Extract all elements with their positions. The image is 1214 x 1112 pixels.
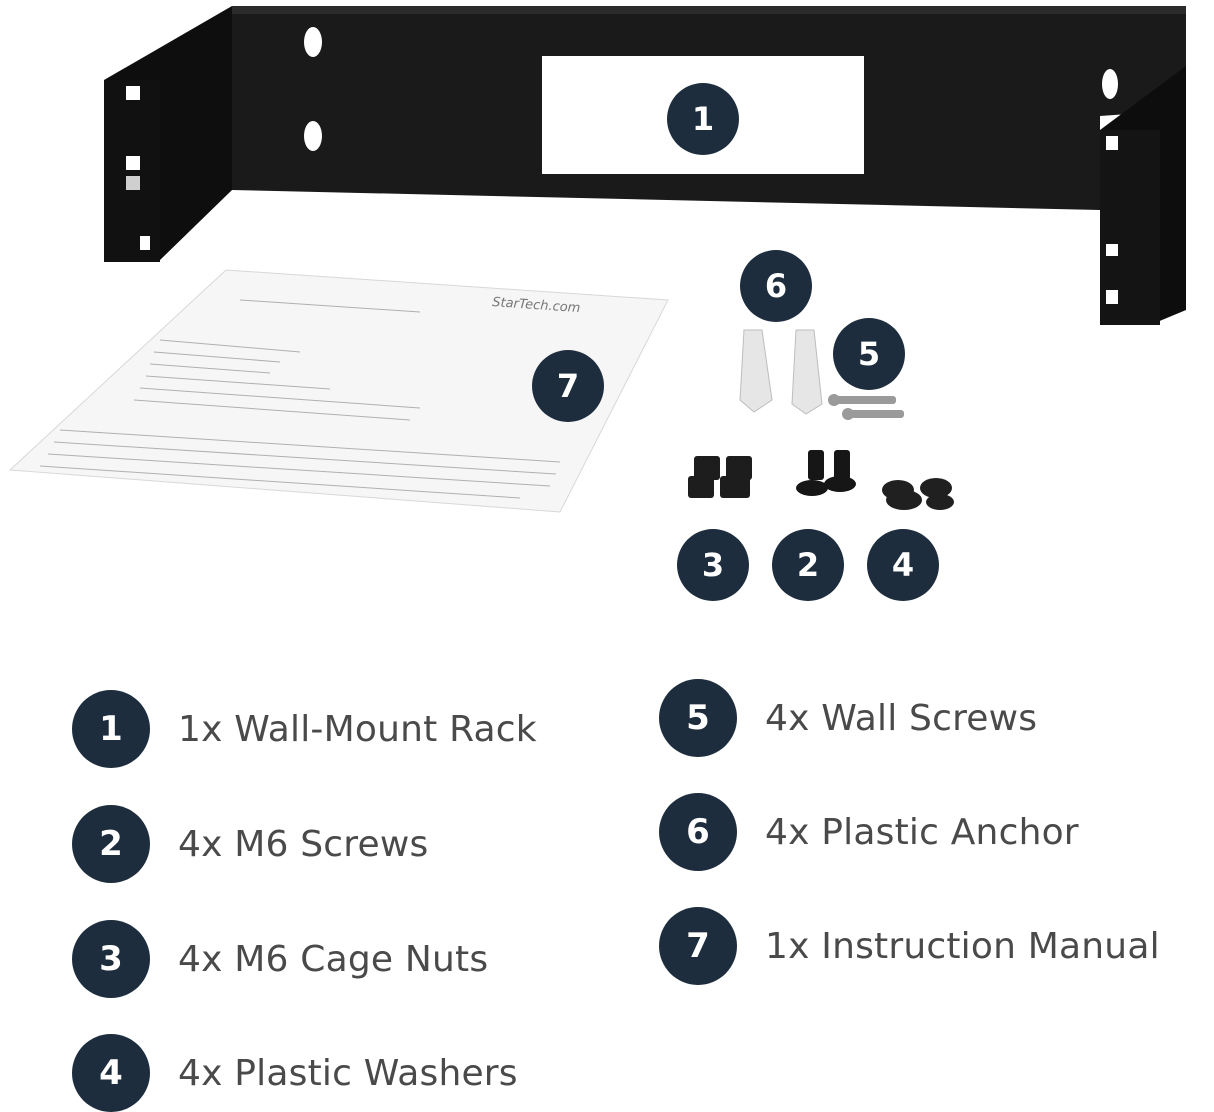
m6-screws (796, 450, 856, 496)
legend-label-7: 1x Instruction Manual (765, 925, 1160, 967)
legend-item-1: 1 1x Wall-Mount Rack (72, 690, 537, 768)
diagram-badge-4: 4 (867, 529, 939, 601)
product-illustration: StarTech.com (8, 6, 1186, 513)
legend-item-2: 2 4x M6 Screws (72, 805, 428, 883)
legend-badge-7: 7 (659, 907, 737, 985)
instruction-manual: StarTech.com (8, 269, 669, 513)
cage-nuts (688, 456, 752, 498)
legend-label-4: 4x Plastic Washers (178, 1052, 518, 1094)
legend-item-6: 6 4x Plastic Anchor (659, 793, 1079, 871)
diagram-badge-2: 2 (772, 529, 844, 601)
legend-label-1: 1x Wall-Mount Rack (178, 708, 537, 750)
legend-label-6: 4x Plastic Anchor (765, 811, 1079, 853)
legend-badge-5: 5 (659, 679, 737, 757)
wall-screws (828, 394, 904, 420)
legend-label-5: 4x Wall Screws (765, 697, 1038, 739)
legend-badge-2: 2 (72, 805, 150, 883)
plastic-anchors (739, 329, 823, 415)
plastic-washers (882, 478, 954, 510)
diagram-badge-6: 6 (740, 250, 812, 322)
legend-badge-6: 6 (659, 793, 737, 871)
diagram-badge-5: 5 (833, 318, 905, 390)
legend-label-3: 4x M6 Cage Nuts (178, 938, 489, 980)
wall-mount-rack (104, 6, 1186, 325)
diagram-badge-3: 3 (677, 529, 749, 601)
legend-label-2: 4x M6 Screws (178, 823, 429, 865)
legend-item-5: 5 4x Wall Screws (659, 679, 1037, 757)
manual-logo-text: StarTech.com (492, 295, 581, 316)
diagram-badge-1: 1 (667, 83, 739, 155)
legend-item-3: 3 4x M6 Cage Nuts (72, 920, 488, 998)
legend-item-4: 4 4x Plastic Washers (72, 1034, 518, 1112)
legend-badge-4: 4 (72, 1034, 150, 1112)
legend-badge-1: 1 (72, 690, 150, 768)
legend-item-7: 7 1x Instruction Manual (659, 907, 1160, 985)
legend-badge-3: 3 (72, 920, 150, 998)
diagram-badge-7: 7 (532, 350, 604, 422)
